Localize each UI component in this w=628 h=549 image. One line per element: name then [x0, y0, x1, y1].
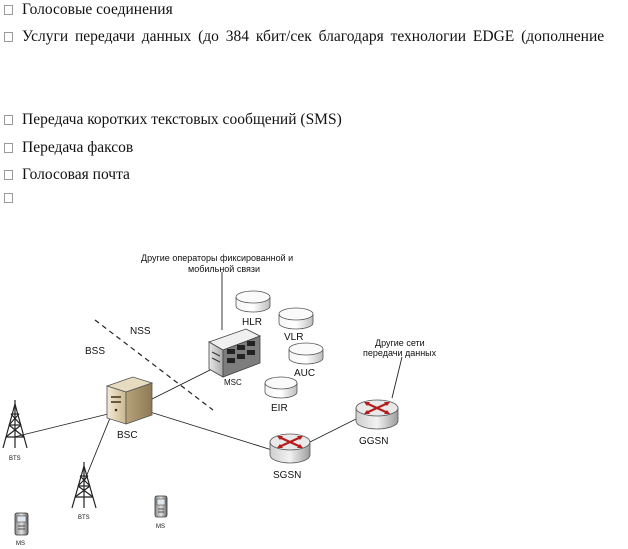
nss-label: NSS	[130, 326, 151, 337]
auc-label: AUC	[294, 368, 315, 379]
sgsn-router-icon	[269, 433, 311, 464]
eir-label: EIR	[271, 403, 288, 414]
bullet-item-voice: Голосовые соединения	[0, 1, 173, 19]
hlr-label: HLR	[242, 317, 262, 328]
checkbox-icon	[4, 193, 13, 203]
other-operators-label: Другие операторы фиксированной и	[141, 253, 293, 263]
bts-left-label: BTS	[9, 456, 21, 462]
checkbox-icon	[4, 170, 13, 180]
other-networks-label-2: передачи данных	[363, 348, 437, 358]
connection-lines	[13, 272, 403, 483]
checkbox-icon	[4, 115, 13, 125]
checkbox-icon	[4, 5, 13, 15]
auc-database-icon	[288, 342, 324, 365]
ms-left-label: MS	[16, 541, 25, 547]
eir-database-icon	[264, 376, 298, 399]
ms-phone-icon	[154, 495, 168, 518]
ms-phone-icon	[14, 512, 29, 536]
bullet-text: Голосовая почта	[22, 166, 130, 183]
ggsn-label: GGSN	[359, 436, 388, 447]
checkbox-icon	[4, 32, 13, 42]
bsc-label: BSC	[117, 430, 138, 441]
bullet-item-sms: Передача коротких текстовых сообщений (S…	[0, 111, 342, 129]
hlr-database-icon	[235, 290, 271, 313]
bts-tower-icon	[2, 400, 28, 449]
sgsn-label: SGSN	[273, 470, 301, 481]
vlr-database-icon	[278, 307, 314, 330]
bullet-text: Передача коротких текстовых сообщений (S…	[22, 111, 342, 128]
bsc-server-icon	[105, 376, 154, 425]
msc-label: MSC	[224, 378, 242, 387]
bss-label: BSS	[85, 346, 105, 357]
bts-tower-icon	[71, 462, 97, 509]
ggsn-router-icon	[355, 399, 399, 430]
bts-mid-label: BTS	[78, 515, 90, 521]
other-operators-label-2: мобильной связи	[188, 264, 260, 274]
other-networks-label: Другие сети	[375, 338, 425, 348]
bullet-item-fax: Передача факсов	[0, 139, 133, 157]
ms-right-label: MS	[156, 524, 165, 530]
bullet-item-empty	[0, 193, 22, 203]
bullet-list: Голосовые соединения Услуги передачи дан…	[0, 0, 628, 220]
bullet-text: Услуги передачи данных (до 384 кбит/сек …	[22, 28, 605, 45]
nss-bss-boundary	[94, 319, 214, 411]
bullet-item-voicemail: Голосовая почта	[0, 166, 130, 184]
bullet-item-data: Услуги передачи данных (до 384 кбит/сек …	[0, 28, 604, 46]
vlr-label: VLR	[284, 332, 303, 343]
checkbox-icon	[4, 143, 13, 153]
msc-switch-icon	[208, 328, 261, 378]
bullet-text: Голосовые соединения	[22, 1, 173, 18]
bullet-text: Передача факсов	[22, 139, 134, 156]
